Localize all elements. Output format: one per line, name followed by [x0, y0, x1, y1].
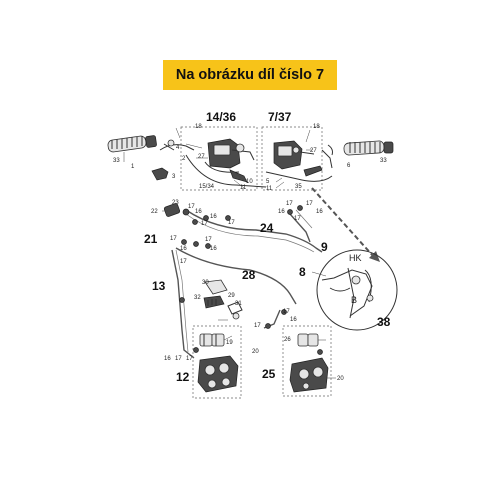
part-number: 3	[172, 174, 176, 180]
rear-caliper-25	[289, 357, 329, 393]
part-number: 2	[182, 156, 186, 162]
leader-lines	[162, 127, 326, 341]
brake-distributor-30	[203, 279, 243, 320]
part-number: 16	[316, 209, 323, 215]
part-number: 16	[210, 214, 217, 220]
callout-7-37: 7/37	[268, 110, 292, 124]
brake-hose-13	[171, 249, 195, 359]
callout-13: 13	[152, 279, 166, 293]
part-number: 17	[180, 259, 187, 265]
left-bracket-part-3	[151, 167, 169, 181]
part-number: 17	[283, 309, 290, 315]
callout-38: 38	[377, 315, 391, 329]
part-number: 17	[205, 237, 212, 243]
part-number: 30	[202, 280, 209, 286]
callout-9: 9	[321, 240, 328, 254]
title-banner: Na obrázku díl číslo 7	[163, 60, 337, 90]
part-number: 16	[210, 246, 217, 252]
part-number: 11	[240, 185, 247, 191]
part-number: 17	[228, 220, 235, 226]
part-number: 5	[266, 179, 270, 185]
part-number: 27	[310, 148, 317, 154]
part-number: 16	[180, 246, 187, 252]
label-b: B	[351, 295, 357, 305]
part-number: 29	[228, 293, 235, 299]
part-number: 19	[226, 340, 233, 346]
part-number: 27	[198, 154, 205, 160]
right-grip	[343, 140, 394, 156]
part-number: 16	[290, 317, 297, 323]
banjo-fittings	[179, 205, 323, 355]
part-number: 33	[113, 158, 120, 164]
callout-24: 24	[260, 221, 274, 235]
callout-14-36: 14/36	[206, 110, 236, 124]
pressure-switch-22	[163, 203, 181, 217]
part-number: 23	[172, 200, 179, 206]
callout-8: 8	[299, 265, 306, 279]
right-master-cylinder-box	[261, 126, 323, 191]
part-number: 10	[246, 179, 253, 185]
brake-hose-28	[175, 247, 297, 305]
part-number: 17	[306, 201, 313, 207]
part-number: 17	[201, 221, 208, 227]
part-number: 18	[195, 124, 202, 130]
part-number: 20	[252, 349, 259, 355]
part-number: 6	[347, 163, 351, 169]
label-hk: HK	[349, 253, 362, 263]
callout-21: 21	[144, 232, 158, 246]
part-number: 18	[313, 124, 320, 130]
part-number: 17	[186, 356, 193, 362]
left-master-cylinder-box	[180, 126, 258, 191]
part-number: 22	[151, 209, 158, 215]
part-number: 1	[131, 164, 135, 170]
part-number: 33	[380, 158, 387, 164]
right-master-cylinder	[265, 140, 333, 182]
part-number: 16	[278, 209, 285, 215]
front-caliper-pads-19	[199, 333, 225, 347]
part-number: 17	[294, 216, 301, 222]
part-number: 15/34	[199, 184, 215, 190]
part-number: 17	[286, 201, 293, 207]
rear-caliper-pads-26	[297, 333, 319, 347]
left-grip	[107, 135, 157, 153]
callout-28: 28	[242, 268, 256, 282]
part-number: 17	[188, 204, 195, 210]
part-number: 11	[266, 186, 273, 192]
detail-arrowhead	[369, 251, 380, 262]
left-lever	[159, 139, 195, 151]
callout-25: 25	[262, 367, 276, 381]
detail-lever-assembly	[321, 267, 374, 319]
part-number: 16	[195, 209, 202, 215]
rear-caliper-box	[282, 325, 332, 397]
part-number: 31	[235, 301, 242, 307]
part-number: 4	[176, 145, 180, 151]
part-number: 35	[295, 184, 302, 190]
front-caliper-box	[192, 325, 242, 399]
part-number: 20	[337, 376, 344, 382]
part-number: 16	[164, 356, 171, 362]
callout-12: 12	[176, 370, 190, 384]
part-number: 26	[284, 337, 291, 343]
part-number: 32	[194, 295, 201, 301]
part-number: 17	[170, 236, 177, 242]
left-master-cylinder	[204, 138, 255, 183]
part-number: 17	[175, 356, 182, 362]
right-lever	[321, 144, 333, 169]
brake-hose-9	[289, 209, 313, 243]
front-caliper-12	[197, 355, 239, 393]
part-number: 17	[254, 323, 261, 329]
detail-circle	[316, 249, 398, 331]
